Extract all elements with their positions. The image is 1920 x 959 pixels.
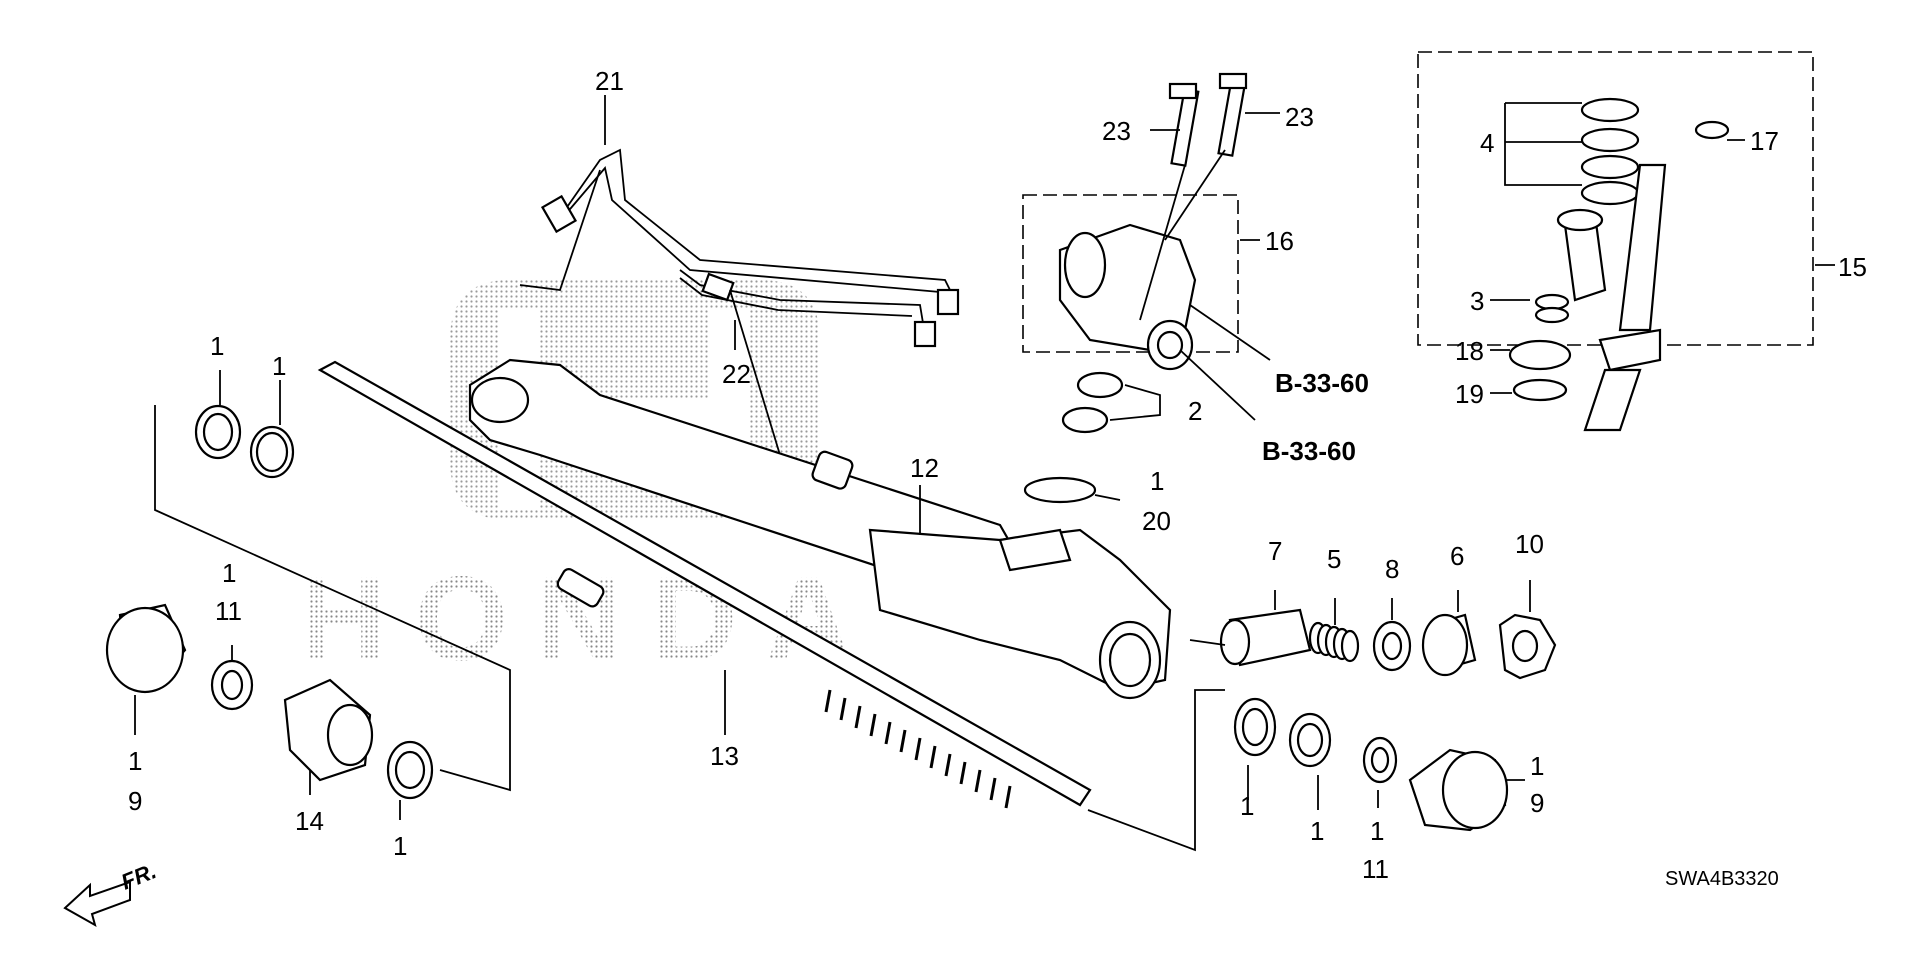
callout-11-left: 11 <box>215 596 242 626</box>
ref-label-b3360-a: B-33-60 <box>1275 368 1369 398</box>
diagram-code: SWA4B3320 <box>1665 868 1779 890</box>
ref-label-b3360-b: B-33-60 <box>1262 436 1356 466</box>
honda-watermark-text: HONDA <box>300 552 880 686</box>
callout-1-right-a: 1 <box>1240 791 1254 821</box>
valve-seals <box>1061 371 1124 434</box>
callout-4: 4 <box>1480 128 1494 158</box>
callout-16: 16 <box>1265 226 1294 256</box>
leader-4b <box>1504 103 1582 186</box>
callout-18: 18 <box>1455 336 1484 366</box>
front-direction-arrow: FR. <box>63 858 160 928</box>
leader-21b <box>519 169 601 291</box>
callout-23a: 23 <box>1102 116 1131 146</box>
left-seal-bracket <box>154 405 511 792</box>
right-seal-bracket <box>1087 689 1225 852</box>
valve-body <box>1058 223 1197 371</box>
leader-2 <box>1109 384 1161 421</box>
valve-group-box <box>1022 194 1239 353</box>
rack-guide-parts <box>1219 608 1557 680</box>
leader-23b-body <box>1164 149 1226 241</box>
callout-1-right-b: 1 <box>1310 816 1324 846</box>
right-end-parts <box>1233 697 1509 832</box>
callout-1-top-a: 1 <box>210 331 224 361</box>
callout-14: 14 <box>295 806 324 836</box>
callout-1-left-bottom: 1 <box>393 831 407 861</box>
callout-8: 8 <box>1385 554 1399 584</box>
callout-1-top-b: 1 <box>272 351 286 381</box>
callout-11-right: 11 <box>1362 854 1389 884</box>
left-end-parts <box>105 404 434 800</box>
callout-17: 17 <box>1750 126 1779 156</box>
callout-6: 6 <box>1450 541 1464 571</box>
feed-pipes <box>540 148 960 348</box>
callout-19: 19 <box>1455 379 1484 409</box>
gearbox-housing <box>468 358 1172 700</box>
leader-20 <box>1094 494 1121 501</box>
callout-11-right-qty: 1 <box>1370 816 1384 846</box>
callout-21: 21 <box>595 66 624 96</box>
callout-20-qty: 1 <box>1150 466 1164 496</box>
leader-ref-1 <box>1189 304 1271 361</box>
leader-ref-2 <box>1179 349 1256 421</box>
callout-2: 2 <box>1188 396 1202 426</box>
leader-23a-body <box>1139 164 1186 321</box>
callout-9-right-qty: 1 <box>1530 751 1544 781</box>
front-direction-label: FR. <box>118 858 160 894</box>
callout-3: 3 <box>1470 286 1484 316</box>
callout-13: 13 <box>710 741 739 771</box>
pinion-shaft-assembly <box>1508 97 1730 432</box>
callout-12: 12 <box>910 453 939 483</box>
callout-22: 22 <box>722 359 751 389</box>
callout-7: 7 <box>1268 536 1282 566</box>
callout-numbers: 21 22 23 23 16 15 4 17 3 18 19 2 B-33-60… <box>128 66 1867 884</box>
callout-9-left-qty: 1 <box>128 746 142 776</box>
callout-20: 20 <box>1142 506 1171 536</box>
o-ring-20 <box>1023 476 1097 504</box>
leader-7-housing <box>1189 639 1226 646</box>
callout-15: 15 <box>1838 252 1867 282</box>
steering-rack <box>317 360 1092 809</box>
callout-23b: 23 <box>1285 102 1314 132</box>
mounting-bolts <box>1168 72 1248 167</box>
callout-9-right: 9 <box>1530 788 1544 818</box>
callout-11-left-qty: 1 <box>222 558 236 588</box>
callout-5: 5 <box>1327 544 1341 574</box>
callout-10: 10 <box>1515 529 1544 559</box>
callout-9-left: 9 <box>128 786 142 816</box>
